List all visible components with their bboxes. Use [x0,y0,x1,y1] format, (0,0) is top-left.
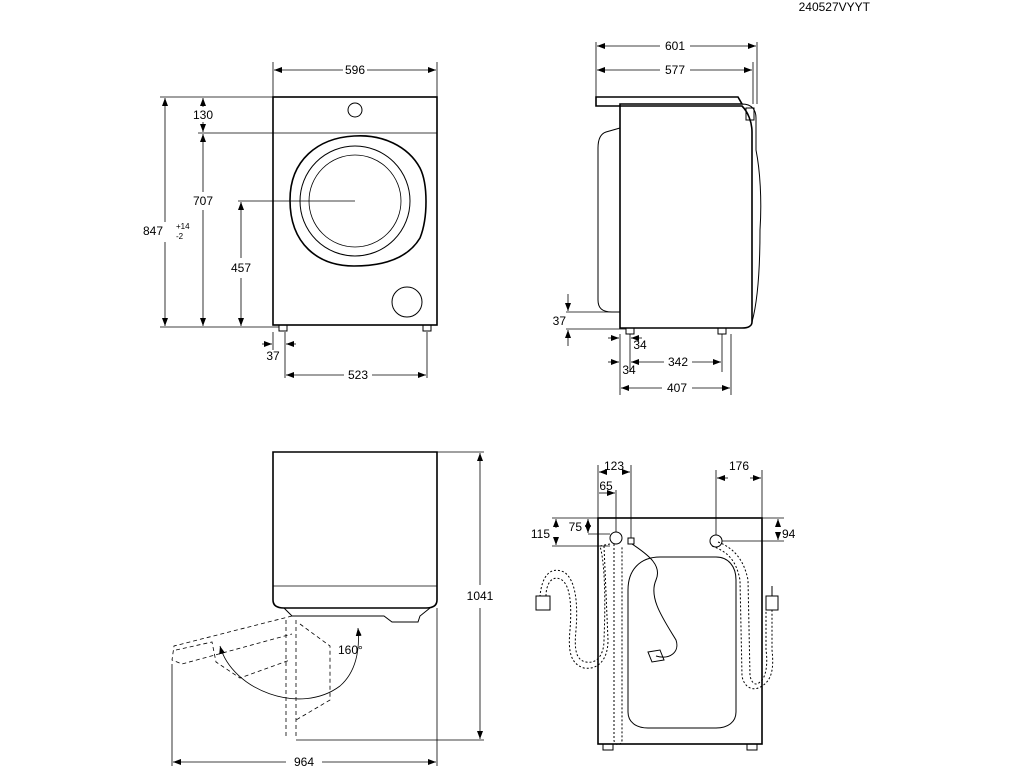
open-door-inner [175,641,291,679]
drain-hose-inner [613,544,623,745]
inlet-hose-connector [709,534,723,548]
foot-offset-label: 37 [266,349,280,363]
side-top-lid [595,96,744,107]
power-plug [647,649,665,663]
rear-hose-left2-label: 65 [599,479,613,493]
side-foot-front [625,327,635,335]
inlet-hose-inner [717,541,768,685]
door-open-profile [295,623,331,721]
front-foot-left [278,324,288,332]
front-top-label: 130 [193,108,213,122]
rear-hose-right-top-label: 94 [782,527,796,541]
rear-hose-top-label: 115 [531,527,550,541]
open-width-label: 964 [294,755,314,768]
power-cable-entry [627,537,635,545]
rear-foot-left [602,743,614,751]
door-height-label: 707 [193,194,213,208]
side-foot-span-label: 342 [668,355,688,369]
swing-arc [219,627,362,700]
rear-view: 123 65 115 75 176 94 [531,459,796,751]
inlet-hose-end [765,595,779,611]
side-body-depth-label: 577 [665,63,685,77]
rear-foot-right [746,743,758,751]
front-foot-right [422,324,432,332]
door-outer-ring [289,135,427,267]
side-foot-total-label: 407 [667,381,687,395]
foot-span-label: 523 [348,368,368,382]
door-angle-label: 160° [338,643,363,657]
rear-cabinet [597,517,763,745]
rear-panel [627,556,737,729]
total-height-tolerance-minus: -2 [176,232,184,241]
total-height-tolerance-plus: +14 [176,222,190,231]
side-hose-connector [745,107,755,121]
top-cabinet [272,451,438,609]
side-view: 601 577 37 34 342 34 407 [553,39,762,395]
side-foot-height-label: 37 [553,314,567,328]
open-door-outline [171,615,293,665]
side-foot-rear [717,327,727,335]
side-top-depth-label: 601 [665,39,685,53]
drain-hose [539,543,611,663]
document-code: 240527VYYT [798,0,870,14]
front-view: 596 130 707 847 +14 -2 457 37 5 [143,62,438,382]
power-cable [631,543,678,658]
inlet-hose [711,545,774,690]
rear-hose-top2-label: 75 [569,520,583,534]
top-view: 160° 1041 964 [171,451,494,768]
open-depth-label: 1041 [467,589,494,603]
top-door-hinge [283,607,431,623]
drain-hose-connector [609,531,623,545]
door-swing-path [285,620,297,738]
drain-hose-outer [545,545,609,669]
side-foot-front2-label: 34 [622,363,636,377]
front-width-label: 596 [345,63,365,77]
front-cabinet [272,96,438,326]
drain-filter-cover [391,286,423,318]
side-foot-front-label: 34 [633,338,647,352]
door-center-height-label: 457 [231,261,251,275]
rear-hose-left-label: 123 [604,459,624,473]
total-height-label: 847 [143,224,163,238]
side-body [619,105,753,329]
rear-hose-right-label: 176 [729,459,749,473]
side-door-profile [597,127,621,313]
detergent-drawer-knob [347,102,363,118]
drain-hose-end [535,595,551,611]
